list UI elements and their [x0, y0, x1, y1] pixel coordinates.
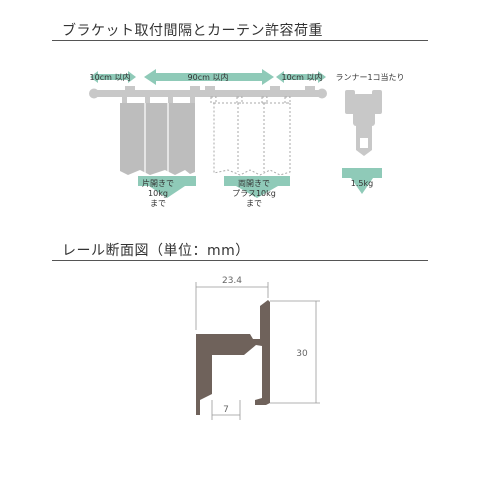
dimension-height	[270, 300, 320, 404]
dimension-width-label: 23.4	[222, 276, 242, 286]
load-double-line1: 両開きで	[238, 179, 270, 188]
spacing-arrow-left	[90, 71, 136, 83]
rail-section-divider	[52, 260, 428, 261]
curtain-single	[120, 103, 195, 175]
dimension-height-label: 30	[296, 349, 308, 359]
dimension-bottom-label: 7	[223, 405, 229, 415]
load-double-line3: まで	[246, 199, 262, 208]
bracket-section-divider	[52, 40, 428, 41]
spacing-arrow-center	[144, 69, 274, 85]
runner-label: ランナー1コ当たり	[335, 72, 404, 82]
runner-icon	[345, 90, 382, 156]
dimension-bottom	[211, 400, 241, 420]
spacing-arrow-right	[276, 71, 326, 83]
bracket-section-title: ブラケット取付間隔とカーテン許容荷重	[62, 23, 323, 39]
rail-section-title: レール断面図（単位：mm）	[62, 243, 250, 259]
load-arrow-single	[138, 176, 196, 198]
dimension-width	[195, 282, 269, 330]
curtain-double	[210, 96, 291, 176]
load-single-line3: まで	[150, 199, 166, 208]
load-arrow-double	[224, 176, 290, 198]
spacing-left-label: 10cm 以内	[90, 72, 131, 82]
load-double-line2: プラス10kg	[232, 189, 276, 198]
brackets	[125, 86, 315, 92]
spacing-center-label: 90cm 以内	[188, 72, 229, 82]
rail-hooks	[122, 97, 195, 103]
load-runner-label: 1.5kg	[351, 179, 373, 188]
load-single-line1: 片開きで	[142, 178, 174, 188]
curtain-rail	[89, 88, 327, 99]
load-single-line2: 10kg	[148, 189, 168, 198]
rail-profile	[196, 300, 270, 415]
spacing-right-label: 10cm 以内	[282, 72, 323, 82]
load-arrow-runner	[342, 168, 382, 194]
